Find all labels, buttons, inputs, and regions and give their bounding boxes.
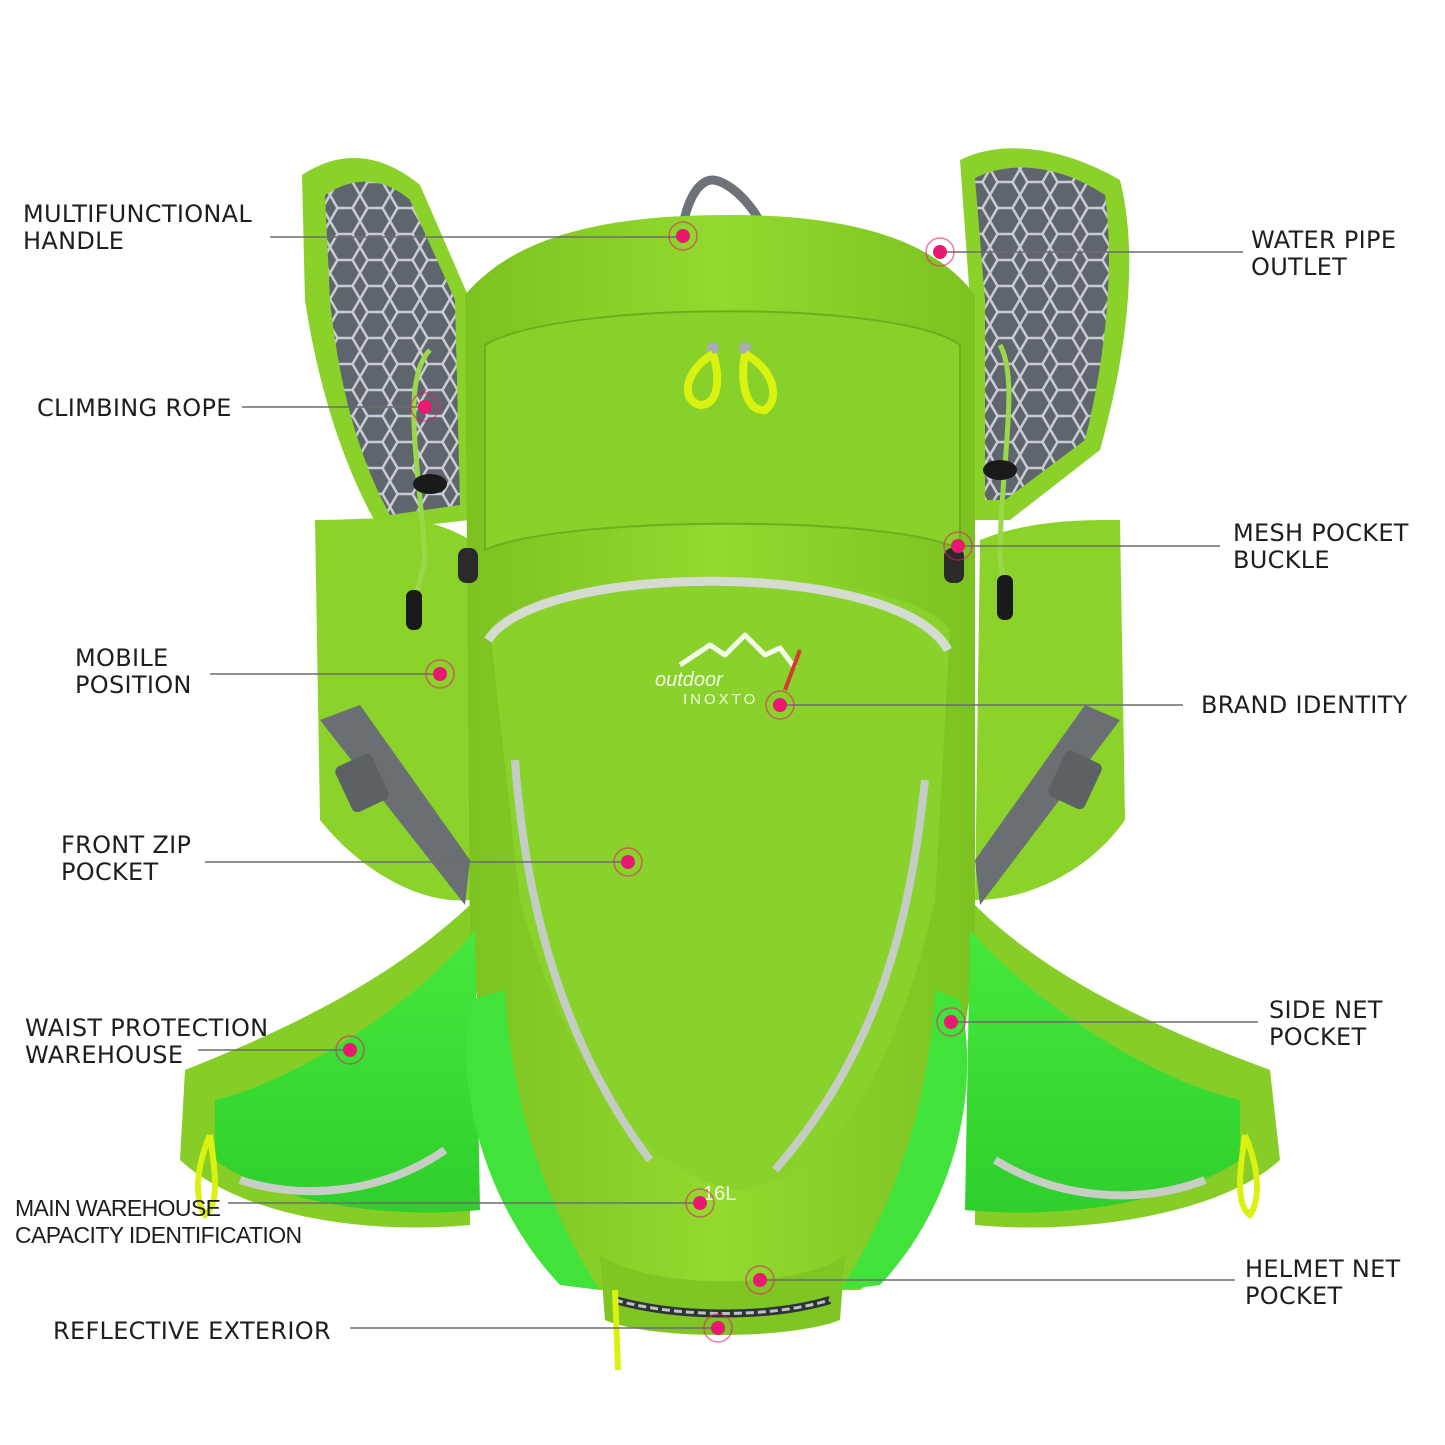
side-net-pocket-right [840,990,968,1290]
label-waist-protection-warehouse: WAIST PROTECTION WAREHOUSE [25,1015,268,1069]
shoulder-strap-left [302,158,470,531]
reflective-belt-right [992,1156,1207,1200]
side-zip-pull-left [195,1133,218,1220]
label-line: FRONT ZIP [61,831,192,859]
side-zip-pull-right [1237,1133,1260,1220]
reflective-stripe-left [511,759,654,1163]
label-multifunctional-handle: MULTIFUNCTIONAL HANDLE [23,201,252,255]
label-line: POSITION [75,671,192,699]
marker-reflective-icon [703,1313,733,1343]
label-line: WAIST PROTECTION [25,1014,269,1042]
marker-mesh-buckle-icon [943,531,973,561]
leader-lines [198,236,1258,1329]
marker-front-zip-icon [613,847,643,877]
label-line: CAPACITY IDENTIFICATION [15,1222,302,1248]
label-line: MOBILE [75,644,169,672]
label-mobile-position: MOBILE POSITION [75,645,192,699]
waist-pocket-right [965,930,1240,1213]
label-line: BUCKLE [1233,546,1330,574]
label-line: OUTLET [1251,253,1348,281]
climbing-ropes [406,343,1017,630]
waist-pocket-left [215,930,480,1213]
side-net-pocket-left [465,990,600,1290]
marker-water-pipe-icon [925,237,955,267]
marker-waist-icon [335,1035,365,1065]
zip-pulls [683,342,778,414]
label-line: HELMET NET [1245,1255,1401,1283]
label-line: MAIN WAREHOUSE [15,1195,221,1221]
sternum-buckles [320,705,1120,905]
label-line: REFLECTIVE EXTERIOR [53,1317,331,1345]
capacity-mark: 16L [703,1183,736,1205]
helmet-net-pocket [600,1255,845,1335]
callout-markers [335,221,973,1343]
label-reflective-exterior: REFLECTIVE EXTERIOR [53,1318,331,1345]
label-climbing-rope: CLIMBING ROPE [37,395,232,422]
top-pocket [484,310,961,552]
marker-handle-icon [668,221,698,251]
brand-logo: outdoor INOXTO [655,632,802,708]
bottom-zip-pull [612,1289,621,1371]
reflective-stripe-right [771,779,929,1173]
label-line: POCKET [1269,1023,1367,1051]
marker-brand-icon [765,690,795,720]
label-water-pipe-outlet: WATER PIPE OUTLET [1251,227,1396,281]
marker-side-net-icon [936,1007,966,1037]
reflective-belt-left [238,1146,448,1196]
front-pocket [490,577,950,1190]
label-line: POCKET [61,858,159,886]
label-brand-identity: BRAND IDENTITY [1201,692,1408,719]
label-line: HANDLE [23,227,125,255]
label-front-zip-pocket: FRONT ZIP POCKET [61,832,191,886]
label-line: CLIMBING ROPE [37,394,232,422]
label-main-warehouse-capacity: MAIN WAREHOUSE CAPACITY IDENTIFICATION [15,1195,302,1249]
label-line: BRAND IDENTITY [1201,691,1408,719]
marker-rope-icon [410,392,440,422]
reflective-arc [484,576,952,653]
label-helmet-net-pocket: HELMET NET POCKET [1245,1256,1401,1310]
marker-mobile-icon [425,659,455,689]
label-mesh-pocket-buckle: MESH POCKET BUCKLE [1233,520,1409,574]
label-line: MULTIFUNCTIONAL [23,200,253,228]
label-line: POCKET [1245,1282,1343,1310]
brand-logo-line1: outdoor [655,669,724,691]
shoulder-strap-right [960,148,1130,521]
label-line: SIDE NET [1269,996,1383,1024]
label-line: MESH POCKET [1233,519,1409,547]
label-line: WAREHOUSE [25,1041,184,1069]
marker-capacity-icon [685,1188,715,1218]
label-side-net-pocket: SIDE NET POCKET [1269,997,1383,1051]
brand-logo-line2: INOXTO [683,691,758,708]
marker-helmet-net-icon [745,1265,775,1295]
label-line: WATER PIPE [1251,226,1397,254]
